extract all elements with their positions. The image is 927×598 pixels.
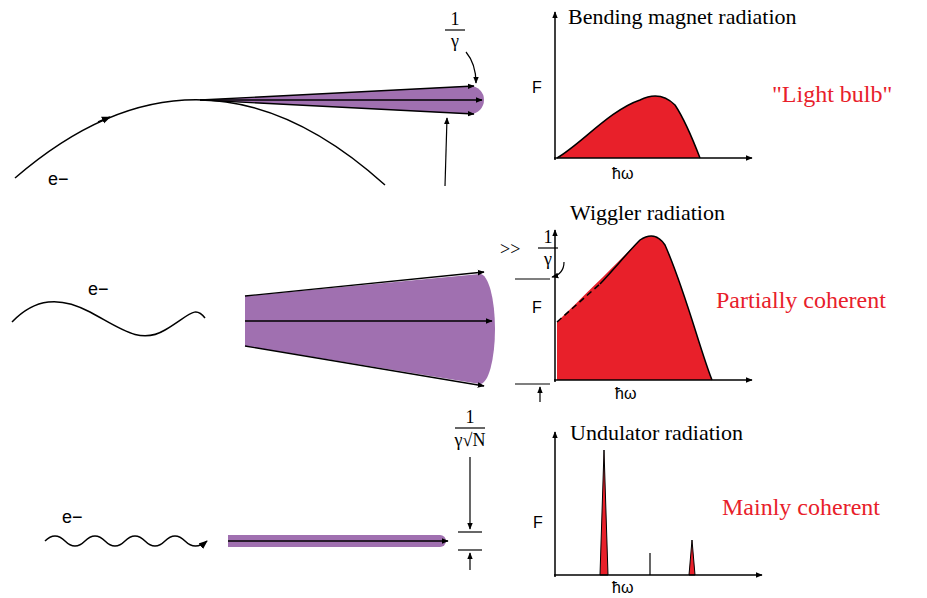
axis-label: F — [533, 515, 543, 531]
particle-label: e− — [88, 280, 109, 298]
panel-title: Undulator radiation — [570, 422, 743, 444]
extent-tick — [515, 383, 550, 384]
leader-arrow — [445, 118, 447, 186]
spectrum-curve — [600, 236, 712, 380]
extent-tick — [458, 531, 482, 532]
leader-arrow — [469, 457, 470, 529]
y-axis — [554, 12, 556, 160]
annotation: "Light bulb" — [772, 82, 892, 106]
wiggler-figure — [12, 230, 752, 402]
spectrum-curve — [557, 96, 700, 158]
electron-path — [12, 302, 205, 336]
fraction-bar — [455, 427, 485, 428]
annotation: Mainly coherent — [722, 495, 880, 519]
fraction-bar — [445, 29, 465, 30]
spectrum-curve-dashed — [557, 284, 600, 322]
x-axis — [554, 574, 762, 576]
cone-edge-arrow — [200, 100, 474, 114]
harmonic-peak — [689, 540, 695, 575]
harmonic-peak — [649, 553, 650, 575]
axis-label: ħω — [615, 386, 636, 402]
particle-label: e− — [62, 508, 83, 526]
angle-numerator: 1 — [451, 10, 460, 28]
y-axis — [554, 230, 556, 382]
leader-arrow — [466, 52, 476, 83]
panel-title: Wiggler radiation — [570, 202, 725, 224]
axis-label: F — [532, 300, 542, 316]
leader-arrow — [539, 387, 540, 402]
extent-tick — [515, 278, 550, 279]
electron-path — [45, 536, 207, 546]
angle-numerator: 1 — [544, 228, 553, 246]
y-axis — [554, 432, 556, 577]
axis-label: ħω — [612, 166, 633, 182]
x-axis — [554, 379, 752, 381]
comparison-sign: >> — [500, 240, 520, 258]
beam-axis-arrow — [228, 540, 448, 541]
x-axis — [554, 157, 752, 159]
bending-magnet-figure — [15, 12, 752, 186]
fan-axis-arrow — [245, 320, 492, 321]
particle-label: e− — [48, 170, 69, 188]
spectrum-area — [557, 96, 700, 158]
harmonic-peak — [600, 450, 608, 575]
radiation-cone — [200, 86, 484, 114]
cone-axis-arrow — [200, 99, 482, 100]
leader-arrow — [552, 262, 564, 277]
axis-label: ħω — [612, 580, 633, 596]
angle-denominator: γ — [451, 32, 459, 50]
fan-edge-arrow — [245, 346, 484, 386]
orbit-arrow — [98, 117, 110, 122]
electron-orbit — [15, 100, 385, 185]
undulator-figure — [45, 428, 762, 577]
angle-denominator: γ — [544, 250, 552, 268]
extent-tick — [458, 549, 482, 550]
angle-denominator: γ√N — [455, 431, 486, 449]
fan-edge-arrow — [245, 272, 484, 296]
spectrum-area — [557, 236, 712, 380]
leader-arrow — [469, 553, 470, 570]
axis-label: F — [532, 80, 542, 96]
annotation: Partially coherent — [716, 288, 886, 312]
angle-numerator: 1 — [466, 408, 475, 426]
panel-title: Bending magnet radiation — [568, 6, 797, 28]
cone-edge-arrow — [200, 86, 474, 100]
